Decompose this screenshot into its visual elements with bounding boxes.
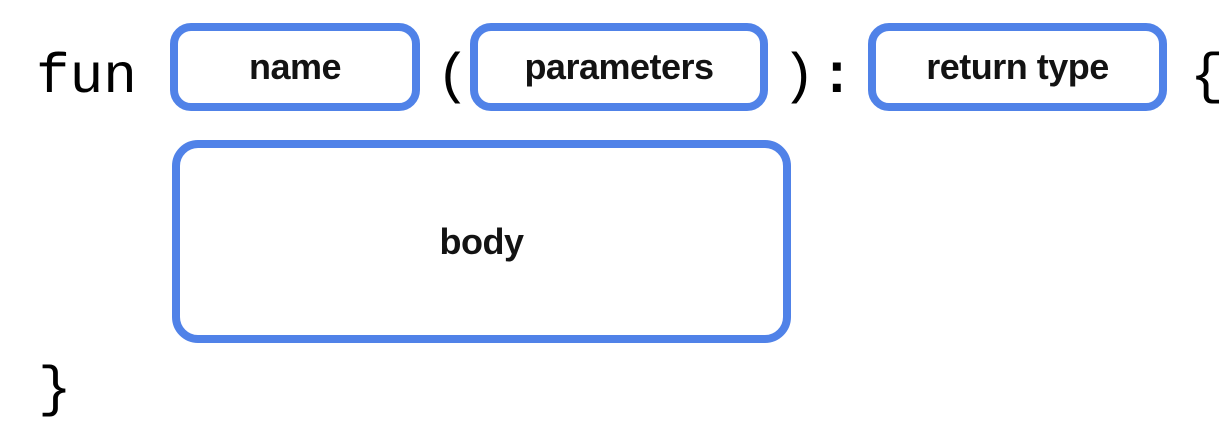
close-brace: } (38, 358, 72, 422)
name-slot-label: name (248, 46, 342, 87)
body-slot-label: body (439, 220, 525, 262)
parameters-slot: parameters (470, 23, 768, 111)
name-slot: name (170, 23, 420, 111)
body-slot: body (172, 140, 791, 343)
close-paren: ) (782, 45, 816, 109)
open-brace: { (1190, 45, 1224, 109)
keyword-fun: fun (36, 45, 137, 109)
open-paren: ( (436, 45, 470, 109)
return-type-slot-label: return type (926, 46, 1109, 87)
parameters-slot-label: parameters (524, 46, 714, 87)
return-type-slot: return type (868, 23, 1167, 111)
colon-separator: : (820, 45, 854, 109)
